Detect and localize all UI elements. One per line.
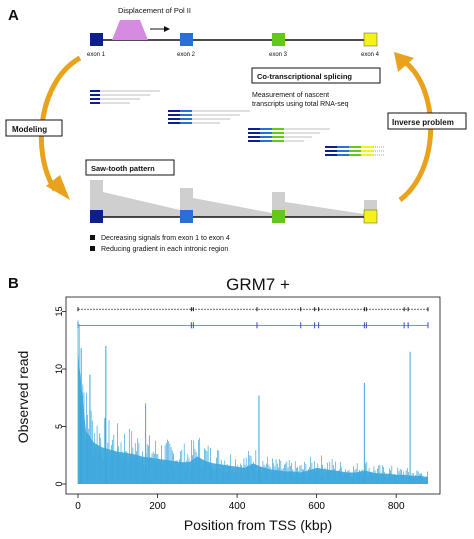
gene-track bbox=[77, 307, 429, 329]
exon-3-bottom bbox=[272, 210, 285, 223]
y-tick-label: 5 bbox=[54, 424, 64, 429]
modeling-box bbox=[5, 119, 63, 137]
sawtooth-pattern bbox=[90, 180, 377, 217]
pol-ii-shape bbox=[112, 20, 148, 40]
bullet-2-text: Reducing gradient in each intronic regio… bbox=[101, 246, 228, 253]
bullet-1-text: Decreasing signals from exon 1 to exon 4 bbox=[101, 235, 230, 242]
x-tick-label: 800 bbox=[388, 501, 405, 512]
exon-4-label: exon 4 bbox=[361, 52, 380, 58]
area-fill bbox=[78, 351, 428, 484]
x-tick-label: 200 bbox=[149, 501, 166, 512]
modeling-arrowhead-icon bbox=[46, 175, 70, 200]
exon-1-bottom bbox=[90, 210, 103, 223]
exon-1-top bbox=[90, 33, 103, 46]
splicing-box bbox=[251, 67, 381, 84]
chart-title: GRM7 + bbox=[226, 275, 290, 294]
exon-2-top bbox=[180, 33, 193, 46]
panel-a-letter: A bbox=[8, 7, 19, 24]
y-tick-label: 10 bbox=[54, 364, 64, 374]
exon-1-label: exon 1 bbox=[87, 52, 106, 58]
x-tick-label: 0 bbox=[75, 501, 81, 512]
inverse-arrow-icon bbox=[398, 60, 434, 202]
modeling-label: Modeling bbox=[12, 125, 47, 134]
y-tick-label: 15 bbox=[54, 306, 64, 316]
exon-4-bottom bbox=[363, 209, 378, 224]
measurement-line-1: Measurement of nascent bbox=[252, 92, 329, 99]
splicing-label: Co-transcriptional splicing bbox=[257, 72, 352, 81]
bullet-2-icon bbox=[90, 246, 95, 251]
sawtooth-box bbox=[85, 159, 175, 176]
exon-3-label: exon 3 bbox=[269, 52, 288, 58]
pol-ii-label: Displacement of Pol II bbox=[118, 6, 191, 15]
inverse-arrowhead-icon bbox=[394, 52, 414, 72]
x-tick-label: 600 bbox=[308, 501, 325, 512]
panel-b-letter: B bbox=[8, 275, 19, 292]
x-tick-label: 400 bbox=[229, 501, 246, 512]
exon-3-top bbox=[272, 33, 285, 46]
sawtooth-label: Saw-tooth pattern bbox=[91, 164, 155, 173]
area-series bbox=[77, 320, 428, 484]
x-axis-label: Position from TSS (kbp) bbox=[184, 517, 332, 533]
exon-2-label: exon 2 bbox=[177, 52, 196, 58]
panel-a: A Displacement of Pol II exon 1 exon 2 e… bbox=[5, 6, 467, 253]
y-axis-label: Observed read bbox=[15, 351, 31, 444]
exon-2-bottom bbox=[180, 210, 193, 223]
bullet-1-icon bbox=[90, 235, 95, 240]
inverse-box bbox=[387, 112, 467, 130]
axes: 0 5 10 15 0 200 400 600 800 bbox=[54, 306, 405, 512]
plot-frame bbox=[65, 296, 441, 495]
modeling-arrow-icon bbox=[38, 55, 82, 192]
panel-b: B GRM7 + 0 5 10 15 0 200 400 600 800 Observed re… bbox=[8, 275, 441, 533]
nascent-transcripts bbox=[90, 90, 384, 156]
exon-4-top bbox=[363, 32, 378, 47]
measurement-line-2: transcripts using total RNA-seq bbox=[252, 101, 349, 108]
pol-ii-arrowhead-icon bbox=[164, 26, 170, 32]
inverse-label: Inverse problem bbox=[392, 118, 454, 127]
y-tick-label: 0 bbox=[54, 481, 64, 486]
